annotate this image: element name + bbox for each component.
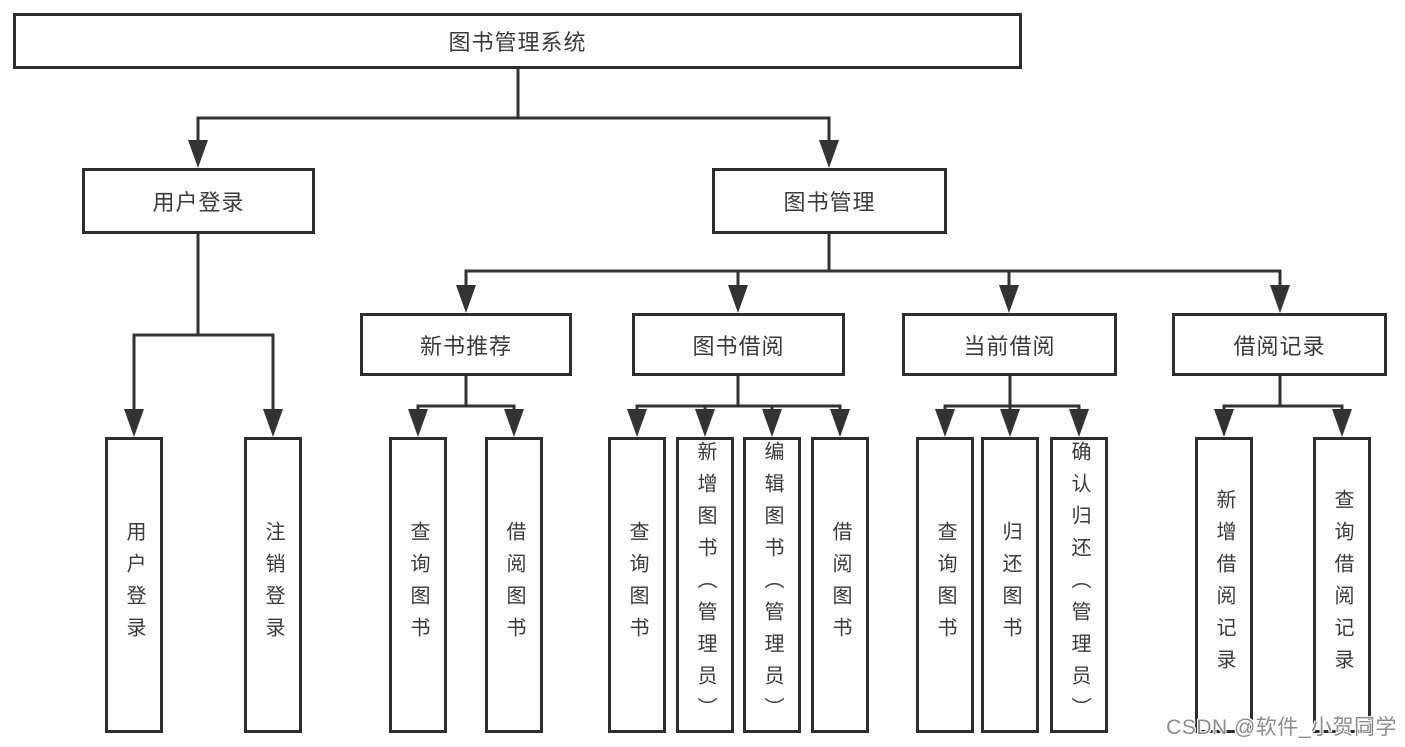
leaf-bb-query-books-label: 查询图书 [626, 521, 648, 649]
node-new-book-recommend: 新书推荐 [360, 313, 572, 376]
leaf-br-add-record: 新增借阅记录 [1195, 437, 1253, 733]
node-current-borrow-label: 当前借阅 [963, 333, 1056, 359]
node-user-login: 用户登录 [82, 168, 315, 234]
node-borrow-records: 借阅记录 [1172, 313, 1387, 376]
leaf-bb-borrow-books-label: 借阅图书 [829, 521, 851, 649]
arrowheads [124, 140, 1352, 437]
leaf-br-add-record-label: 新增借阅记录 [1213, 489, 1235, 681]
leaf-nbr-borrow-books-label: 借阅图书 [503, 521, 525, 649]
leaf-nbr-query-books: 查询图书 [389, 437, 447, 733]
leaf-cb-return-books: 归还图书 [981, 437, 1039, 733]
leaf-bb-add-books-admin-label: 新增图书（管理员） [694, 441, 716, 729]
leaf-nbr-borrow-books: 借阅图书 [485, 437, 543, 733]
leaf-cb-query-books-label: 查询图书 [934, 521, 956, 649]
leaf-bb-add-books-admin: 新增图书（管理员） [676, 437, 734, 733]
node-root: 图书管理系统 [13, 13, 1022, 69]
leaf-cb-query-books: 查询图书 [916, 437, 974, 733]
leaf-bb-edit-books-admin-label: 编辑图书（管理员） [761, 441, 783, 729]
leaf-cb-return-books-label: 归还图书 [999, 521, 1021, 649]
leaf-bb-query-books: 查询图书 [608, 437, 666, 733]
leaf-bb-borrow-books: 借阅图书 [811, 437, 869, 733]
leaf-nbr-query-books-label: 查询图书 [407, 521, 429, 649]
leaf-logout-label: 注销登录 [262, 521, 284, 649]
node-root-label: 图书管理系统 [448, 30, 587, 55]
leaf-br-query-record: 查询借阅记录 [1313, 437, 1371, 733]
watermark: CSDN @软件_小贺同学 [1166, 716, 1397, 739]
node-current-borrow: 当前借阅 [902, 313, 1117, 376]
leaf-bb-edit-books-admin: 编辑图书（管理员） [743, 437, 801, 733]
node-book-borrow-label: 图书借阅 [692, 333, 785, 359]
leaf-user-login-label: 用户登录 [123, 521, 145, 649]
leaf-br-query-record-label: 查询借阅记录 [1331, 489, 1353, 681]
leaf-cb-confirm-return-admin-label: 确认归还（管理员） [1068, 441, 1090, 729]
leaf-logout: 注销登录 [244, 437, 302, 733]
node-book-management-label: 图书管理 [783, 190, 876, 215]
node-new-book-recommend-label: 新书推荐 [419, 333, 512, 359]
node-book-borrow: 图书借阅 [632, 313, 845, 376]
leaf-cb-confirm-return-admin: 确认归还（管理员） [1050, 437, 1108, 733]
node-book-management: 图书管理 [712, 168, 947, 234]
node-user-login-label: 用户登录 [152, 190, 245, 215]
leaf-user-login: 用户登录 [105, 437, 163, 733]
node-borrow-records-label: 借阅记录 [1233, 333, 1326, 359]
